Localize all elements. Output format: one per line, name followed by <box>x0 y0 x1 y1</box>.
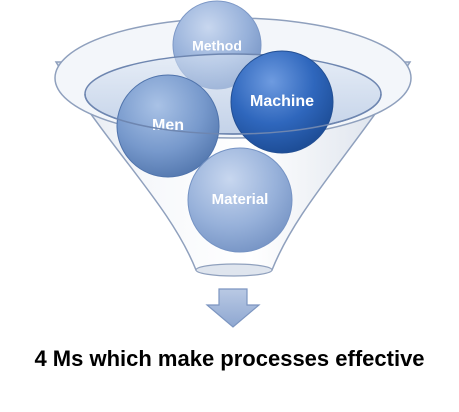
material-ball: Material <box>187 147 293 253</box>
funnel-mouth-front-edge <box>84 93 382 135</box>
diagram-caption: 4 Ms which make processes effective <box>34 346 425 371</box>
material-label: Material <box>212 191 269 208</box>
machine-ball: Machine <box>230 50 334 154</box>
men-label: Men <box>152 117 184 134</box>
method-label: Method <box>192 38 242 54</box>
machine-label: Machine <box>250 93 314 110</box>
funnel-spout <box>195 263 273 277</box>
men-ball: Men <box>116 74 220 178</box>
down-arrow-icon <box>205 288 261 328</box>
